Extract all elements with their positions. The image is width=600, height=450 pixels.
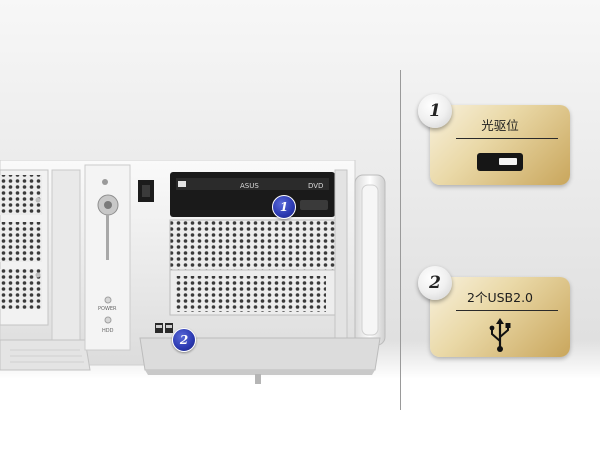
callout-label: 光驱位	[481, 118, 519, 133]
drive-logo: DVD	[308, 182, 323, 190]
usb-icon	[489, 318, 511, 352]
drive-brand: ASUS	[240, 182, 259, 190]
callout-card-usb: 2个USB2.0	[430, 277, 570, 357]
callout-rule	[456, 138, 558, 139]
power-label: POWER	[98, 306, 117, 312]
usb-marker: 2	[172, 328, 196, 352]
optical-drive-icon	[477, 153, 523, 171]
optical-drive: ASUS DVD	[170, 172, 335, 217]
left-drive-bays	[0, 169, 81, 341]
callout-card-optical: 光驱位	[430, 105, 570, 185]
usb-ports	[155, 323, 173, 333]
server-chassis-front: POWER HDD ASUS DVD	[0, 159, 400, 390]
hdd-label: HDD	[102, 328, 114, 334]
optical-drive-marker: 1	[272, 195, 296, 219]
control-panel: POWER HDD	[84, 164, 154, 351]
callout-rule	[456, 310, 558, 311]
callout-number-badge: 1	[418, 94, 452, 128]
vertical-divider	[400, 70, 401, 410]
callout-number-badge: 2	[418, 266, 452, 300]
callout-label: 2个USB2.0	[467, 290, 533, 305]
